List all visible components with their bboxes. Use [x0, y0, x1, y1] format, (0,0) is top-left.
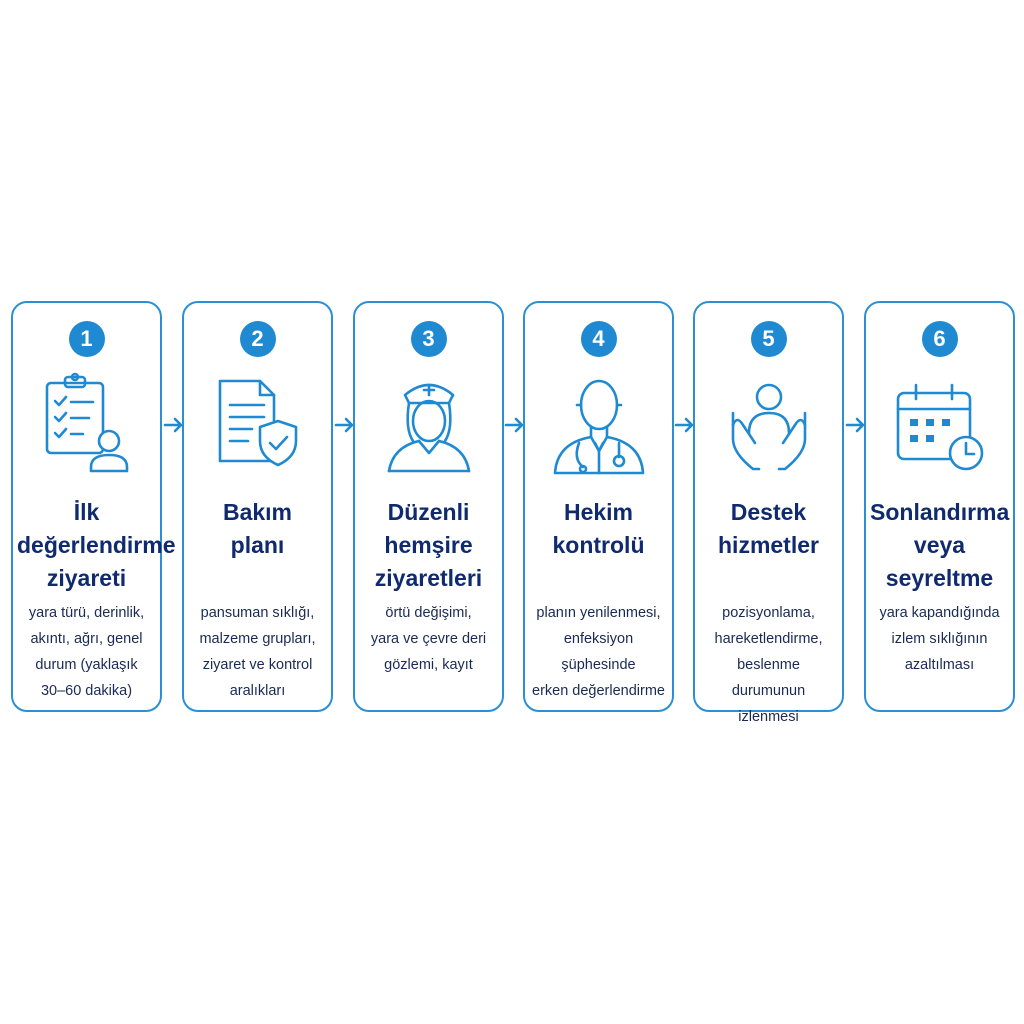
step-card-3: 3 Düzenli hemşire ziyaretleri örtü değiş… [353, 301, 504, 712]
document-shield-check-icon [208, 369, 308, 479]
arrow-right-icon [163, 417, 183, 433]
step-description: pozisyonlama, hareketlendirme, beslenme … [714, 605, 823, 725]
arrow-right-icon [334, 417, 354, 433]
step-title: Hekim kontrolü [552, 499, 645, 558]
step-card-2: 2 Bakım planı pansuman sıklığı, malzeme … [182, 301, 333, 712]
step-card-6: 6 Sonlandırma veya seyreltme yara kapa [864, 301, 1015, 712]
step-number-badge: 2 [239, 321, 276, 357]
calendar-clock-icon [890, 369, 990, 479]
step-number-badge: 1 [68, 321, 105, 357]
step-description: yara kapandığında izlem sıklığının azalt… [879, 605, 1000, 673]
step-description: planın yenilenmesi, enfeksiyon şüphesind… [532, 605, 665, 699]
step-title: Düzenli hemşire ziyaretleri [374, 499, 483, 591]
step-number-badge: 6 [921, 321, 958, 357]
step-description: örtü değişimi, yara ve çevre deri gözlem… [370, 605, 487, 673]
step-title: Bakım planı [222, 499, 293, 558]
step-number-badge: 3 [410, 321, 447, 357]
step-title: Sonlandırma veya seyreltme [870, 499, 1010, 591]
step-title: Destek hizmetler [718, 499, 819, 558]
step-description: yara türü, derinlik, akıntı, ağrı, genel… [28, 605, 145, 699]
arrow-right-icon [845, 417, 865, 433]
step-card-4: 4 Hekim kontrolü planın yenilenmesi, enf… [523, 301, 674, 712]
step-number-badge: 4 [580, 321, 617, 357]
arrow-right-icon [504, 417, 524, 433]
clipboard-checklist-person-icon [37, 369, 137, 479]
step-description: pansuman sıklığı, malzeme grupları, ziya… [199, 605, 316, 699]
hands-supporting-person-icon [719, 369, 819, 479]
step-card-5: 5 Destek hizmetler pozisyonlama, hareket… [693, 301, 844, 725]
arrow-right-icon [674, 417, 694, 433]
doctor-stethoscope-icon [549, 369, 649, 479]
step-number-badge: 5 [750, 321, 787, 357]
step-title: İlk değerlendirme ziyareti [17, 499, 176, 591]
step-card-1: 1 İlk değerlendirme ziyareti yara türü, … [11, 301, 176, 712]
nurse-icon [379, 369, 479, 479]
